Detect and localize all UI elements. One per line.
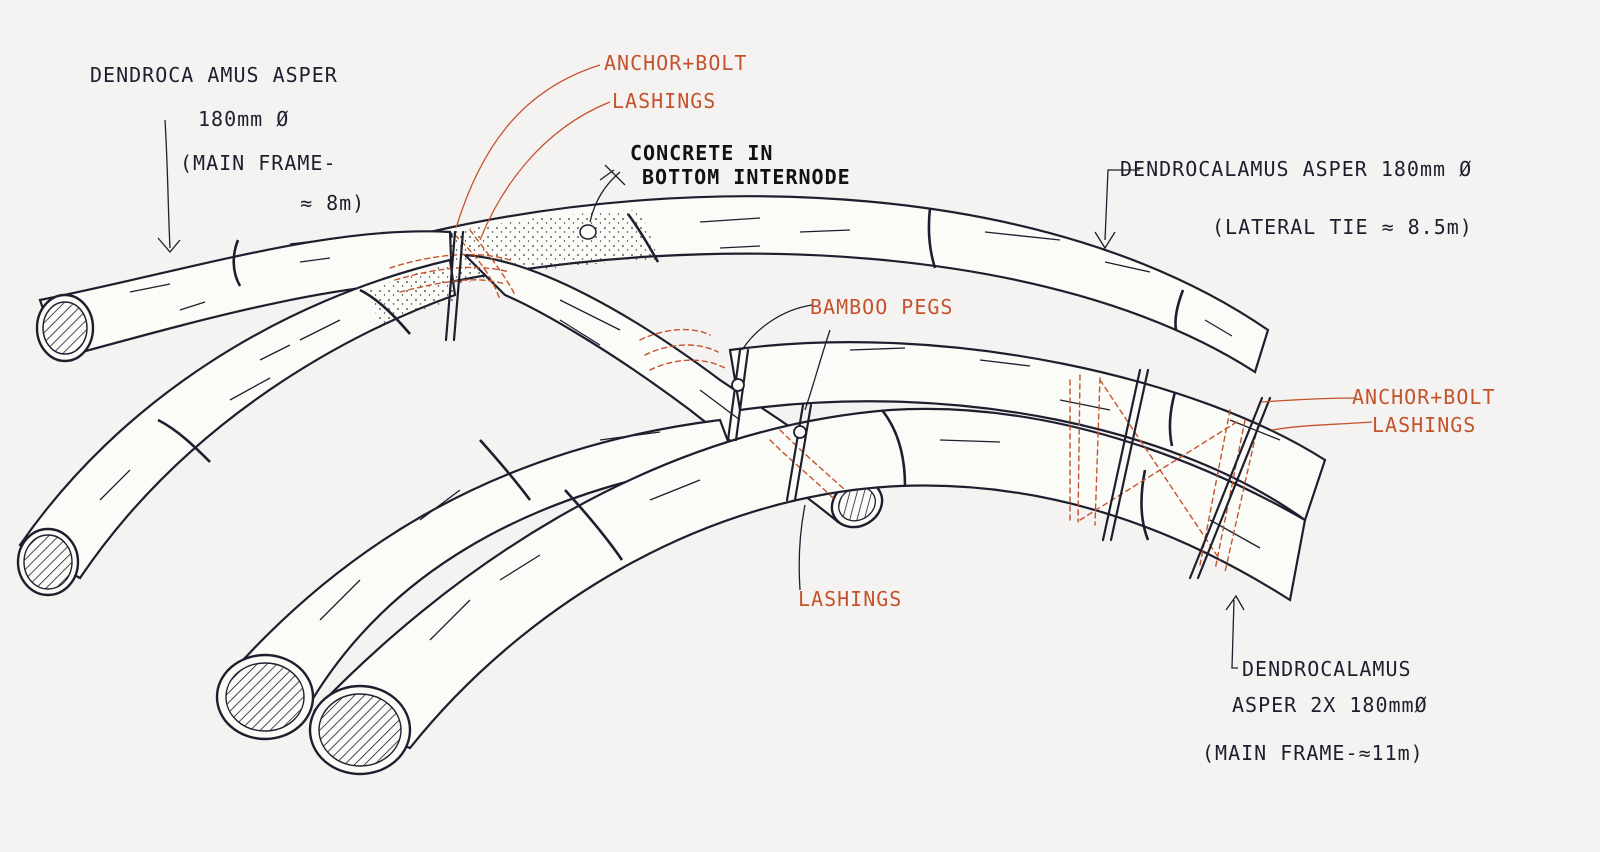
arrow-main-frame-top: [157, 237, 181, 254]
main-frame-second-bamboo: [16, 258, 457, 597]
anchor-bolt-right-2: [1188, 396, 1272, 580]
main-frame-double-line2: ASPER 2X 180mmØ: [1232, 693, 1428, 717]
leader-concrete: [589, 171, 621, 223]
label-anchor-bolt-top: ANCHOR+BOLT: [604, 51, 747, 75]
leader-main-frame-double: [1231, 599, 1238, 669]
lashings-middle-junction: [639, 328, 726, 371]
main-frame-double-bamboo-front: [308, 407, 1307, 776]
concrete-line1: CONCRETE IN: [630, 141, 773, 165]
arrow-lateral-tie: [1094, 231, 1116, 250]
label-anchor-bolt-right: ANCHOR+BOLT LASHINGS: [1352, 385, 1495, 437]
main-frame-double-line1: DENDROCALAMUS: [1242, 657, 1412, 681]
leader-lashings-bottom: [798, 504, 806, 591]
main-frame-top-line3: (MAIN FRAME-: [180, 151, 337, 175]
main-frame-top-bamboo: [35, 230, 454, 363]
lashings-lower-junction: [769, 429, 846, 501]
anchor-bolt-top: [444, 230, 465, 342]
anchor-bolt-right-1: [1101, 368, 1150, 542]
label-main-frame-double: DENDROCALAMUS ASPER 2X 180mmØ (MAIN FRAM…: [1202, 657, 1428, 765]
bamboo-peg-1: [726, 348, 750, 442]
main-frame-top-line1: DENDROCA AMUS ASPER: [90, 63, 338, 87]
concrete-line2: BOTTOM INTERNODE: [642, 165, 851, 189]
leader-lashings-top: [479, 101, 611, 241]
label-bamboo-pegs: BAMBOO PEGS: [810, 295, 953, 319]
main-frame-top-line4: ≈ 8m): [300, 191, 365, 215]
anchor-bolt-right-line1: ANCHOR+BOLT: [1352, 385, 1495, 409]
arrow-main-frame-double: [1225, 594, 1245, 611]
lashings-right-joint: [1069, 374, 1259, 573]
arrow-concrete: [599, 164, 626, 186]
label-lashings-top: LASHINGS: [612, 89, 716, 113]
lateral-tie-line1: DENDROCALAMUS ASPER 180mm Ø: [1120, 157, 1472, 181]
label-main-frame-top: DENDROCA AMUS ASPER 180mm Ø (MAIN FRAME-…: [90, 63, 365, 215]
leader-anchor-bolt-right: [1261, 397, 1373, 431]
label-concrete: CONCRETE IN BOTTOM INTERNODE: [630, 141, 851, 189]
leader-anchor-bolt-top: [455, 64, 601, 229]
lateral-tie-line2: (LATERAL TIE ≈ 8.5m): [1212, 215, 1473, 239]
lashings-top-junction: [389, 229, 516, 301]
bamboo-peg-2: [785, 403, 813, 502]
main-frame-double-bamboo-back: [215, 418, 737, 741]
middle-lateral-bamboo: [728, 341, 1327, 522]
label-lateral-tie: DENDROCALAMUS ASPER 180mm Ø (LATERAL TIE…: [1120, 157, 1473, 239]
leader-main-frame-top: [164, 119, 171, 249]
anchor-bolt-right-line2: LASHINGS: [1372, 413, 1476, 437]
label-lashings-bottom: LASHINGS: [798, 587, 902, 611]
main-frame-double-line3: (MAIN FRAME-≈11m): [1202, 741, 1424, 765]
leader-bamboo-pegs: [741, 304, 831, 411]
main-frame-top-line2: 180mm Ø: [198, 107, 289, 131]
leader-lateral-tie: [1104, 169, 1140, 241]
